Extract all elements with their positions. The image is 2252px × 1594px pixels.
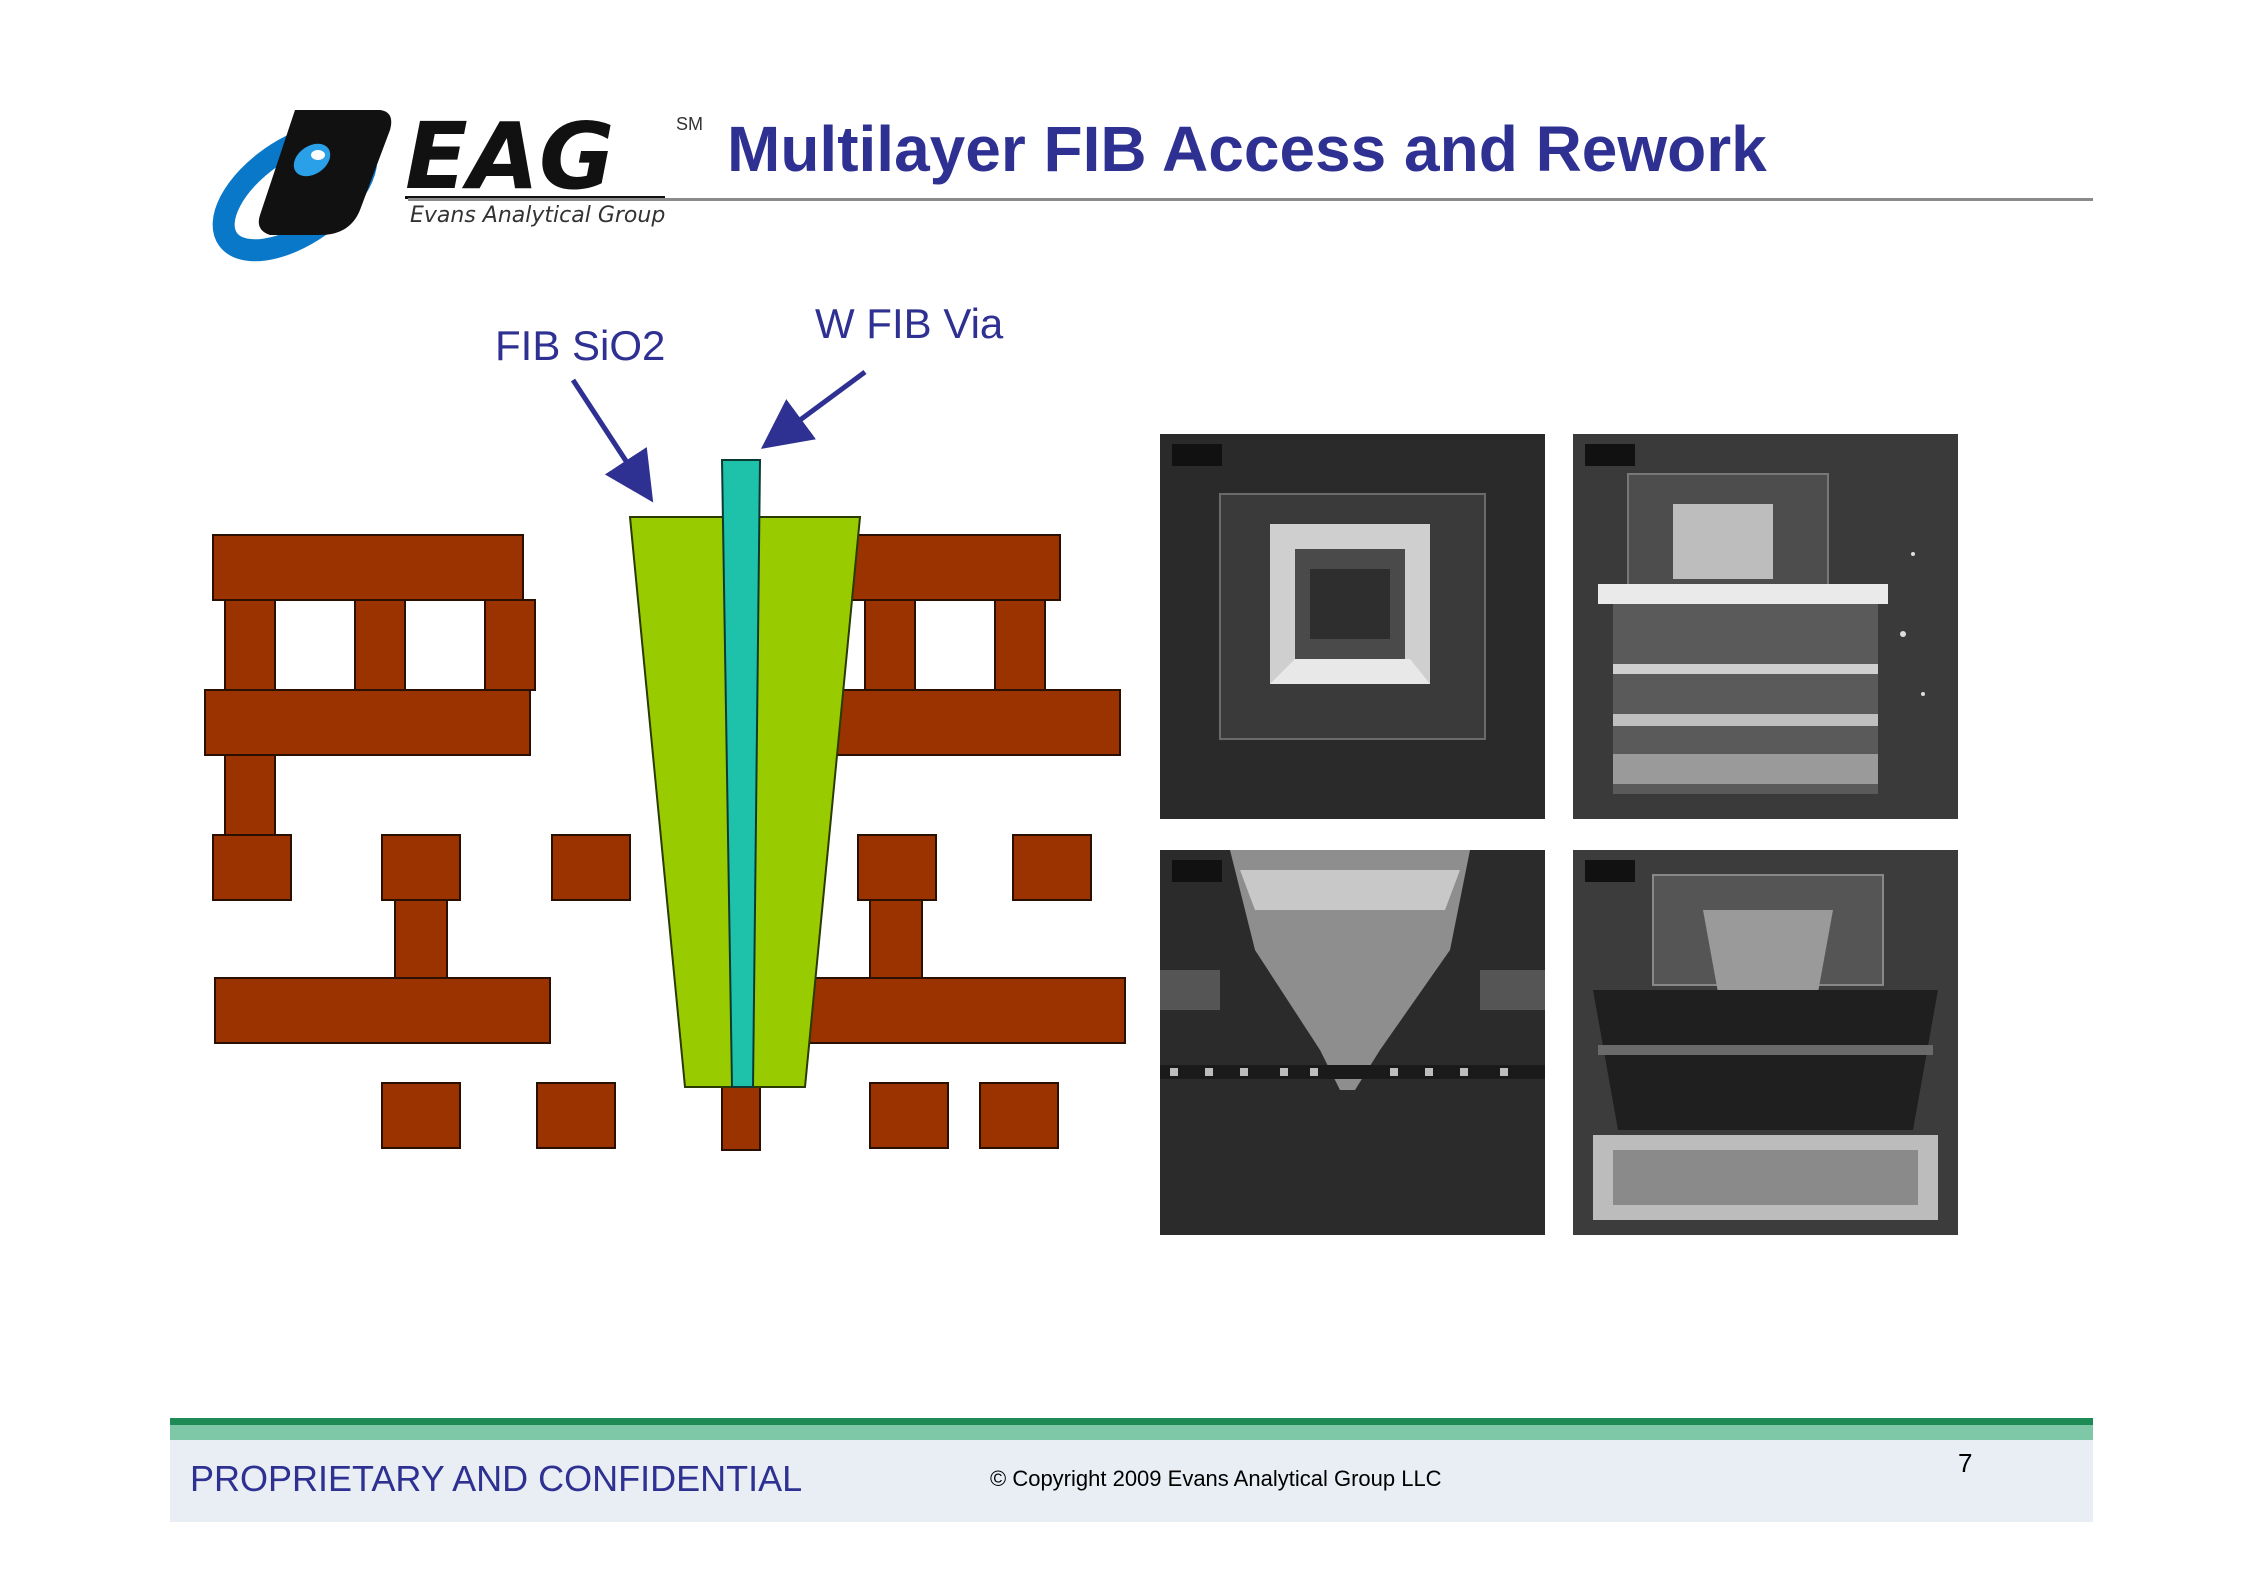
w-fib-via [720,459,762,1088]
fib-sio2-arrow [570,378,654,503]
sem-via-closeup-graphic [1160,850,1545,1235]
metal-4-left [212,534,524,601]
via-1-a [394,899,448,979]
metal-0-pad-d [979,1082,1059,1149]
metal-2-pad-e [1012,834,1092,901]
title-divider [408,198,2093,201]
via-2-a [224,754,276,836]
fib-sio2-label: FIB SiO2 [495,322,666,369]
metal-layers [204,534,1126,1151]
slide-title: Multilayer FIB Access and Rework [727,113,1767,185]
sem-image-cross-section-upper [1573,434,1958,819]
logo-text: EAG [405,103,615,210]
metal-0-pad-b [536,1082,616,1149]
metal-2-pad-c [551,834,631,901]
metal-4-right [834,534,1061,601]
via-1-b [869,899,923,979]
sem-top-view-graphic [1160,434,1545,819]
via-3-e [994,599,1046,691]
metal-1-left [214,977,551,1044]
sem-image-cross-section-lower [1573,850,1958,1235]
footer-rule-light [170,1425,2093,1440]
footer-rule-dark [170,1418,2093,1425]
eag-logo-mark-icon: EAG SM Evans Analytical Group [212,103,703,262]
diagram-canvas [204,369,1126,1151]
metal-0-pad-a [381,1082,461,1149]
target-metal-node [721,1086,761,1151]
sem-image-top-view [1160,434,1545,819]
via-3-b [354,599,406,691]
w-fib-via-label: W FIB Via [815,300,1004,347]
via-3-d [864,599,916,691]
sem-image-via-closeup [1160,850,1545,1235]
via-3-c [484,599,536,691]
metal-1-right [794,977,1126,1044]
metal-2-pad-b [381,834,461,901]
metal-2-pad-a [212,834,292,901]
eag-logo: EAG SM Evans Analytical Group [200,100,720,280]
metal-2-pad-d [857,834,937,901]
w-fib-via-arrow [760,369,867,449]
page-number: 7 [1958,1448,1973,1478]
fib-cross-section-diagram: FIB SiO2 W FIB Via [195,290,1155,1170]
metal-0-pad-c [869,1082,949,1149]
logo-service-mark: SM [676,114,703,134]
footer-copyright: © Copyright 2009 Evans Analytical Group … [990,1466,1442,1491]
logo-subtitle: Evans Analytical Group [410,203,665,228]
footer-confidential-notice: PROPRIETARY AND CONFIDENTIAL [190,1458,803,1499]
metal-3-left [204,689,531,756]
sem-cross-section-upper-graphic [1573,434,1958,819]
sem-cross-section-lower-graphic [1573,850,1958,1235]
metal-3-right [834,689,1121,756]
via-3-a [224,599,276,691]
